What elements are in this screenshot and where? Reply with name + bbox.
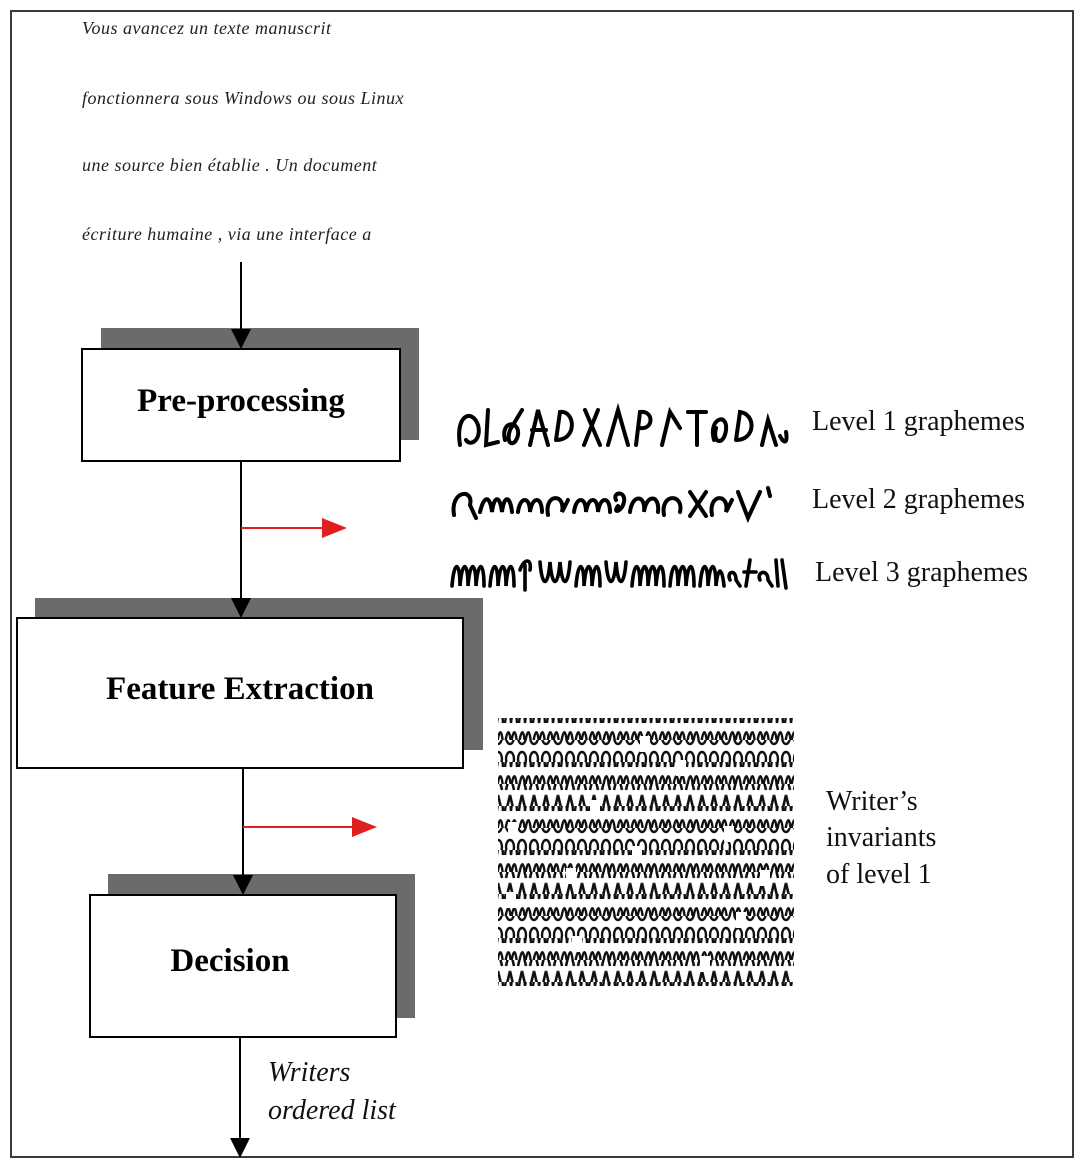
invariants-texture — [498, 718, 794, 986]
decision-box — [89, 894, 397, 1038]
handwriting-line: une source bien établie . Un document — [82, 155, 378, 175]
feature-extraction-box — [16, 617, 464, 769]
handwriting-line: fonctionnera sous Windows ou sous Linux — [82, 88, 405, 108]
level2-grapheme-strip — [451, 486, 772, 524]
invariants-label-line3: of level 1 — [826, 859, 932, 890]
output-label-line2: ordered list — [268, 1095, 396, 1126]
grapheme-level-2-label: Level 2 graphemes — [812, 484, 1026, 515]
branch-arrowhead-graphemes — [322, 518, 347, 538]
grapheme-level-3-label: Level 3 graphemes — [815, 557, 1029, 588]
branch-arrowhead-invariants — [352, 817, 377, 837]
handwriting-line: Vous avancez un texte manuscrit — [82, 18, 332, 38]
level3-grapheme-strip — [450, 558, 788, 592]
handwriting-line: écriture humaine , via une interface a — [82, 224, 372, 244]
preprocessing-box — [81, 348, 401, 462]
level1-grapheme-strip — [457, 402, 789, 448]
invariants-label-line2: invariants — [826, 822, 937, 853]
figure-frame — [10, 10, 1074, 1158]
invariants-label-line1: Writer’s — [826, 786, 918, 817]
grapheme-level-1-label: Level 1 graphemes — [812, 406, 1026, 437]
step-label-preprocessing: Pre-processing — [137, 382, 345, 419]
step-label-decision: Decision — [170, 942, 290, 979]
step-label-feature-extraction: Feature Extraction — [106, 670, 374, 707]
output-label-line1: Writers — [268, 1057, 351, 1088]
